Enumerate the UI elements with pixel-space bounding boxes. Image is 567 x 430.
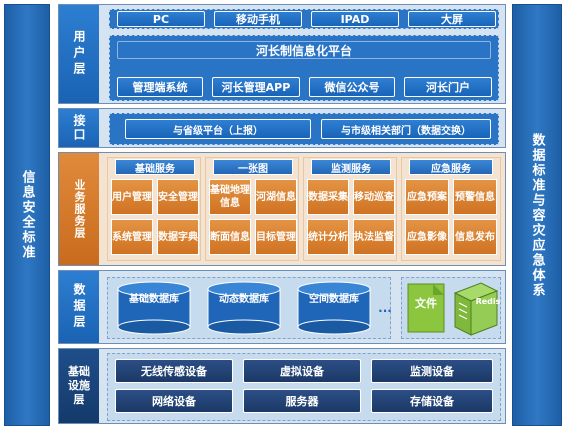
interface-municipal: 与市级相关部门（数据交换） <box>321 119 491 139</box>
service-emergency-plan: 应急预案 <box>405 179 449 215</box>
service-statistics: 统计分析 <box>307 219 349 255</box>
service-river-lake-info: 河湖信息 <box>255 179 297 215</box>
user-layer: 用户层 PC 移动手机 IPAD 大屏 河长制信息化平台 管理端系统 河长管理A… <box>58 4 506 104</box>
database-icon-dynamic <box>207 281 281 335</box>
info-security-standard-bar: 信息安全标准 <box>4 4 50 426</box>
service-layer-label: 业务服务层 <box>59 153 99 265</box>
service-security-mgmt: 安全管理 <box>157 179 199 215</box>
infra-layer: 基础设施层 无线传感设备 虚拟设备 监测设备 网络设备 服务器 存储设备 <box>58 348 506 424</box>
file-icon <box>407 283 445 333</box>
service-system-mgmt: 系统管理 <box>111 219 153 255</box>
infra-layer-label: 基础设施层 <box>68 365 90 406</box>
client-bar <box>109 9 499 29</box>
data-layer: 数据层 基础数据库 动态数据库 空间数据库 ... <box>58 270 506 344</box>
infra-server: 服务器 <box>243 389 361 413</box>
database-icon-spatial <box>297 281 371 335</box>
infra-wireless-sensor: 无线传感设备 <box>115 359 233 383</box>
service-warning-info: 预警信息 <box>453 179 497 215</box>
client-mobile: 移动手机 <box>214 11 302 27</box>
infra-storage-device: 存储设备 <box>371 389 493 413</box>
service-data-dictionary: 数据字典 <box>157 219 199 255</box>
database-spatial-label: 空间数据库 <box>309 294 359 305</box>
interface-provincial: 与省级平台（上报） <box>125 119 311 139</box>
app-wechat-account: 微信公众号 <box>309 77 395 97</box>
platform-title: 河长制信息化平台 <box>117 41 491 59</box>
service-info-release: 信息发布 <box>453 219 497 255</box>
database-basic-label: 基础数据库 <box>129 294 179 305</box>
redis-label: Redis <box>475 297 501 306</box>
service-layer-body: 基础服务 用户管理 安全管理 系统管理 数据字典 一张图 基础地理信息 河湖信息… <box>103 153 505 265</box>
service-basic-geo-info: 基础地理信息 <box>209 179 251 215</box>
infra-layer-label-box: 基础设施层 <box>59 349 99 423</box>
database-dynamic-label: 动态数据库 <box>219 294 269 305</box>
service-target-mgmt: 目标管理 <box>255 219 297 255</box>
service-group-map-title: 一张图 <box>213 159 293 175</box>
infra-layer-body: 无线传感设备 虚拟设备 监测设备 网络设备 服务器 存储设备 <box>103 349 505 423</box>
service-group-basic-title: 基础服务 <box>115 159 195 175</box>
service-data-collection: 数据采集 <box>307 179 349 215</box>
service-user-mgmt: 用户管理 <box>111 179 153 215</box>
service-group-emergency-title: 应急服务 <box>409 159 493 175</box>
service-law-enforcement: 执法监督 <box>353 219 395 255</box>
interface-layer: 接口 与省级平台（上报） 与市级相关部门（数据交换） <box>58 108 506 148</box>
redis-server-icon <box>453 282 499 336</box>
service-mobile-patrol: 移动巡查 <box>353 179 395 215</box>
client-ipad: IPAD <box>311 11 399 27</box>
user-layer-body: PC 移动手机 IPAD 大屏 河长制信息化平台 管理端系统 河长管理APP 微… <box>103 5 505 103</box>
database-icon-basic <box>117 281 191 335</box>
interface-layer-label: 接口 <box>59 109 99 147</box>
infra-virtual-device: 虚拟设备 <box>243 359 361 383</box>
data-layer-body: 基础数据库 动态数据库 空间数据库 ... 文件 <box>103 271 505 343</box>
data-layer-label: 数据层 <box>59 271 99 343</box>
interface-layer-body: 与省级平台（上报） 与市级相关部门（数据交换） <box>103 109 505 147</box>
infra-network-device: 网络设备 <box>115 389 233 413</box>
client-pc: PC <box>117 11 205 27</box>
file-label: 文件 <box>415 297 437 310</box>
infra-monitoring-device: 监测设备 <box>371 359 493 383</box>
client-bigscreen: 大屏 <box>408 11 496 27</box>
service-group-monitoring-title: 监测服务 <box>311 159 391 175</box>
data-standard-disaster-label: 数据标准与容灾应急体系 <box>529 132 545 298</box>
service-section-info: 断面信息 <box>209 219 251 255</box>
info-security-standard-label: 信息安全标准 <box>19 170 35 260</box>
service-layer: 业务服务层 基础服务 用户管理 安全管理 系统管理 数据字典 一张图 基础地理信… <box>58 152 506 266</box>
app-admin-system: 管理端系统 <box>117 77 203 97</box>
database-ellipsis: ... <box>378 301 392 315</box>
user-layer-label: 用户层 <box>59 5 99 103</box>
app-portal: 河长门户 <box>404 77 492 97</box>
data-standard-disaster-bar: 数据标准与容灾应急体系 <box>512 4 562 426</box>
service-emergency-imaging: 应急影像 <box>405 219 449 255</box>
app-river-chief-app: 河长管理APP <box>212 77 300 97</box>
